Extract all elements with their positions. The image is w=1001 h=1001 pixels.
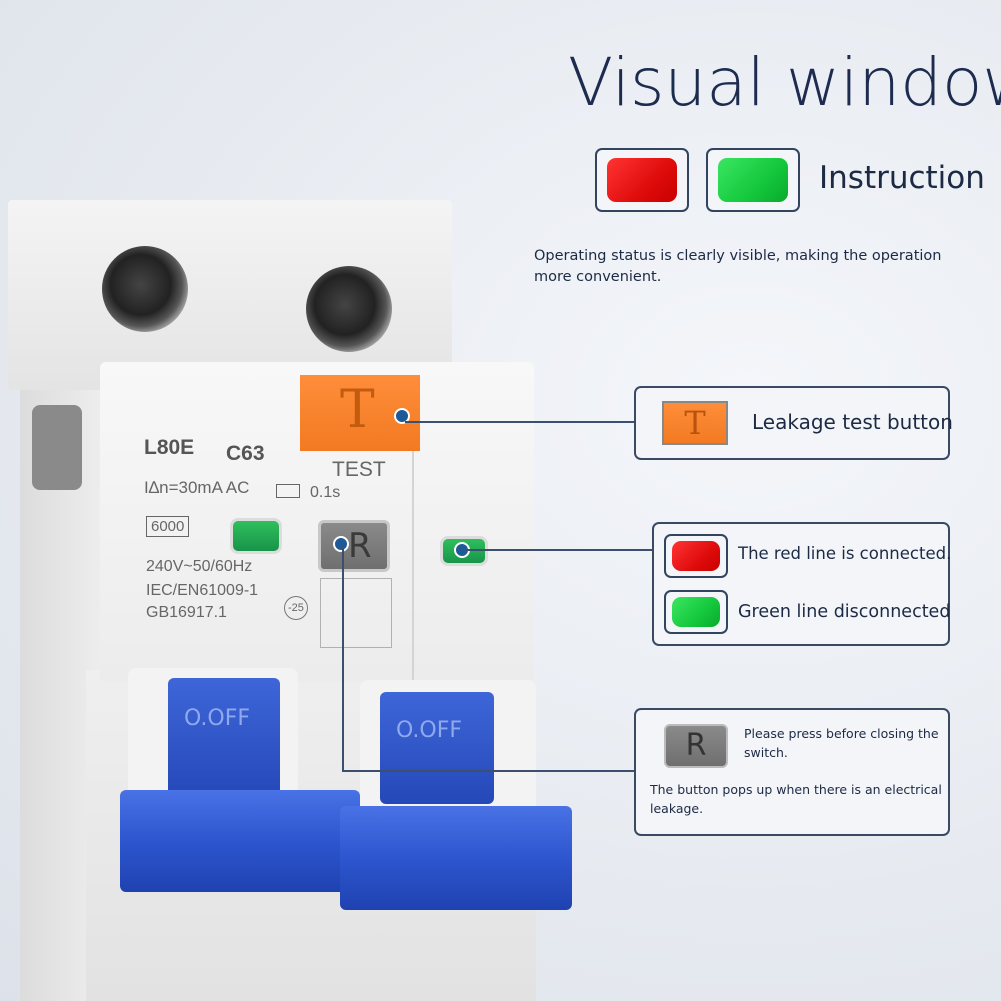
voltage-label: 240V~50/60Hz: [146, 558, 253, 575]
panel-divider: [412, 392, 414, 682]
reset-connector-horizontal: [342, 770, 636, 772]
test-marker-dot: [394, 408, 410, 424]
page-title: Visual window: [568, 44, 1001, 121]
status-callout-card: The red line is connected. Green line di…: [652, 522, 952, 646]
test-callout-letter: T: [684, 404, 706, 442]
off-label-right: O.OFF: [396, 718, 463, 743]
green-status-label: Green line disconnected: [738, 602, 951, 622]
breaker-terminal-block: [8, 200, 452, 390]
test-callout-card: T Leakage test button: [634, 386, 953, 460]
toggle-handle-left[interactable]: [168, 678, 280, 798]
reset-callout-card: R Please press before closing the switch…: [634, 708, 950, 836]
reset-connector-vertical: [342, 546, 344, 771]
lever-left[interactable]: [120, 790, 360, 892]
model-label: L80E: [144, 436, 195, 459]
spec-line: I∆n=30mA AC: [144, 478, 250, 497]
red-swatch-frame: [595, 148, 689, 212]
test-callout-label: Leakage test button: [752, 410, 953, 434]
terminal-screw-left: [102, 246, 188, 332]
rating-label: C63: [226, 442, 265, 465]
capacity-label: 6000: [146, 516, 190, 537]
reset-callout-icon: R: [664, 724, 728, 768]
status-window-left: [230, 518, 282, 554]
standard2-label: GB16917.1: [146, 604, 227, 621]
side-latch: [32, 405, 82, 490]
green-swatch-frame: [706, 148, 800, 212]
red-indicator-swatch: [607, 158, 677, 202]
terminal-screw-right: [306, 266, 392, 352]
trip-time: 0.1s: [310, 484, 341, 501]
reset-button-letter: R: [348, 526, 372, 566]
test-button-letter: T: [340, 380, 375, 440]
status-green-frame: [664, 590, 728, 634]
reset-button[interactable]: [318, 520, 390, 572]
standard1-label: IEC/EN61009-1: [146, 582, 259, 599]
green-indicator-swatch: [718, 158, 788, 202]
reset-callout-label: Please press before closing the switch.: [744, 726, 939, 760]
reset-callout-letter: R: [685, 728, 707, 763]
test-connector-line: [405, 421, 637, 423]
instruction-label: Instruction: [819, 160, 985, 196]
ac-wave-icon: [276, 484, 300, 498]
test-label: TEST: [332, 458, 386, 481]
status-red-frame: [664, 534, 728, 578]
status-green-swatch: [672, 597, 720, 627]
status-connector-line: [466, 549, 656, 551]
description-text: Operating status is clearly visible, mak…: [534, 248, 942, 285]
red-status-label: The red line is connected.: [738, 544, 952, 563]
reset-marker-dot: [333, 536, 349, 552]
lever-right[interactable]: [340, 806, 572, 910]
circuit-diagram-icon: [320, 578, 392, 648]
temperature-badge: -25: [284, 596, 308, 620]
off-label-left: O.OFF: [184, 706, 251, 731]
status-red-swatch: [672, 541, 720, 571]
toggle-handle-right[interactable]: [380, 692, 494, 804]
reset-callout-note: The button pops up when there is an elec…: [650, 782, 942, 816]
test-callout-icon: T: [662, 401, 728, 445]
